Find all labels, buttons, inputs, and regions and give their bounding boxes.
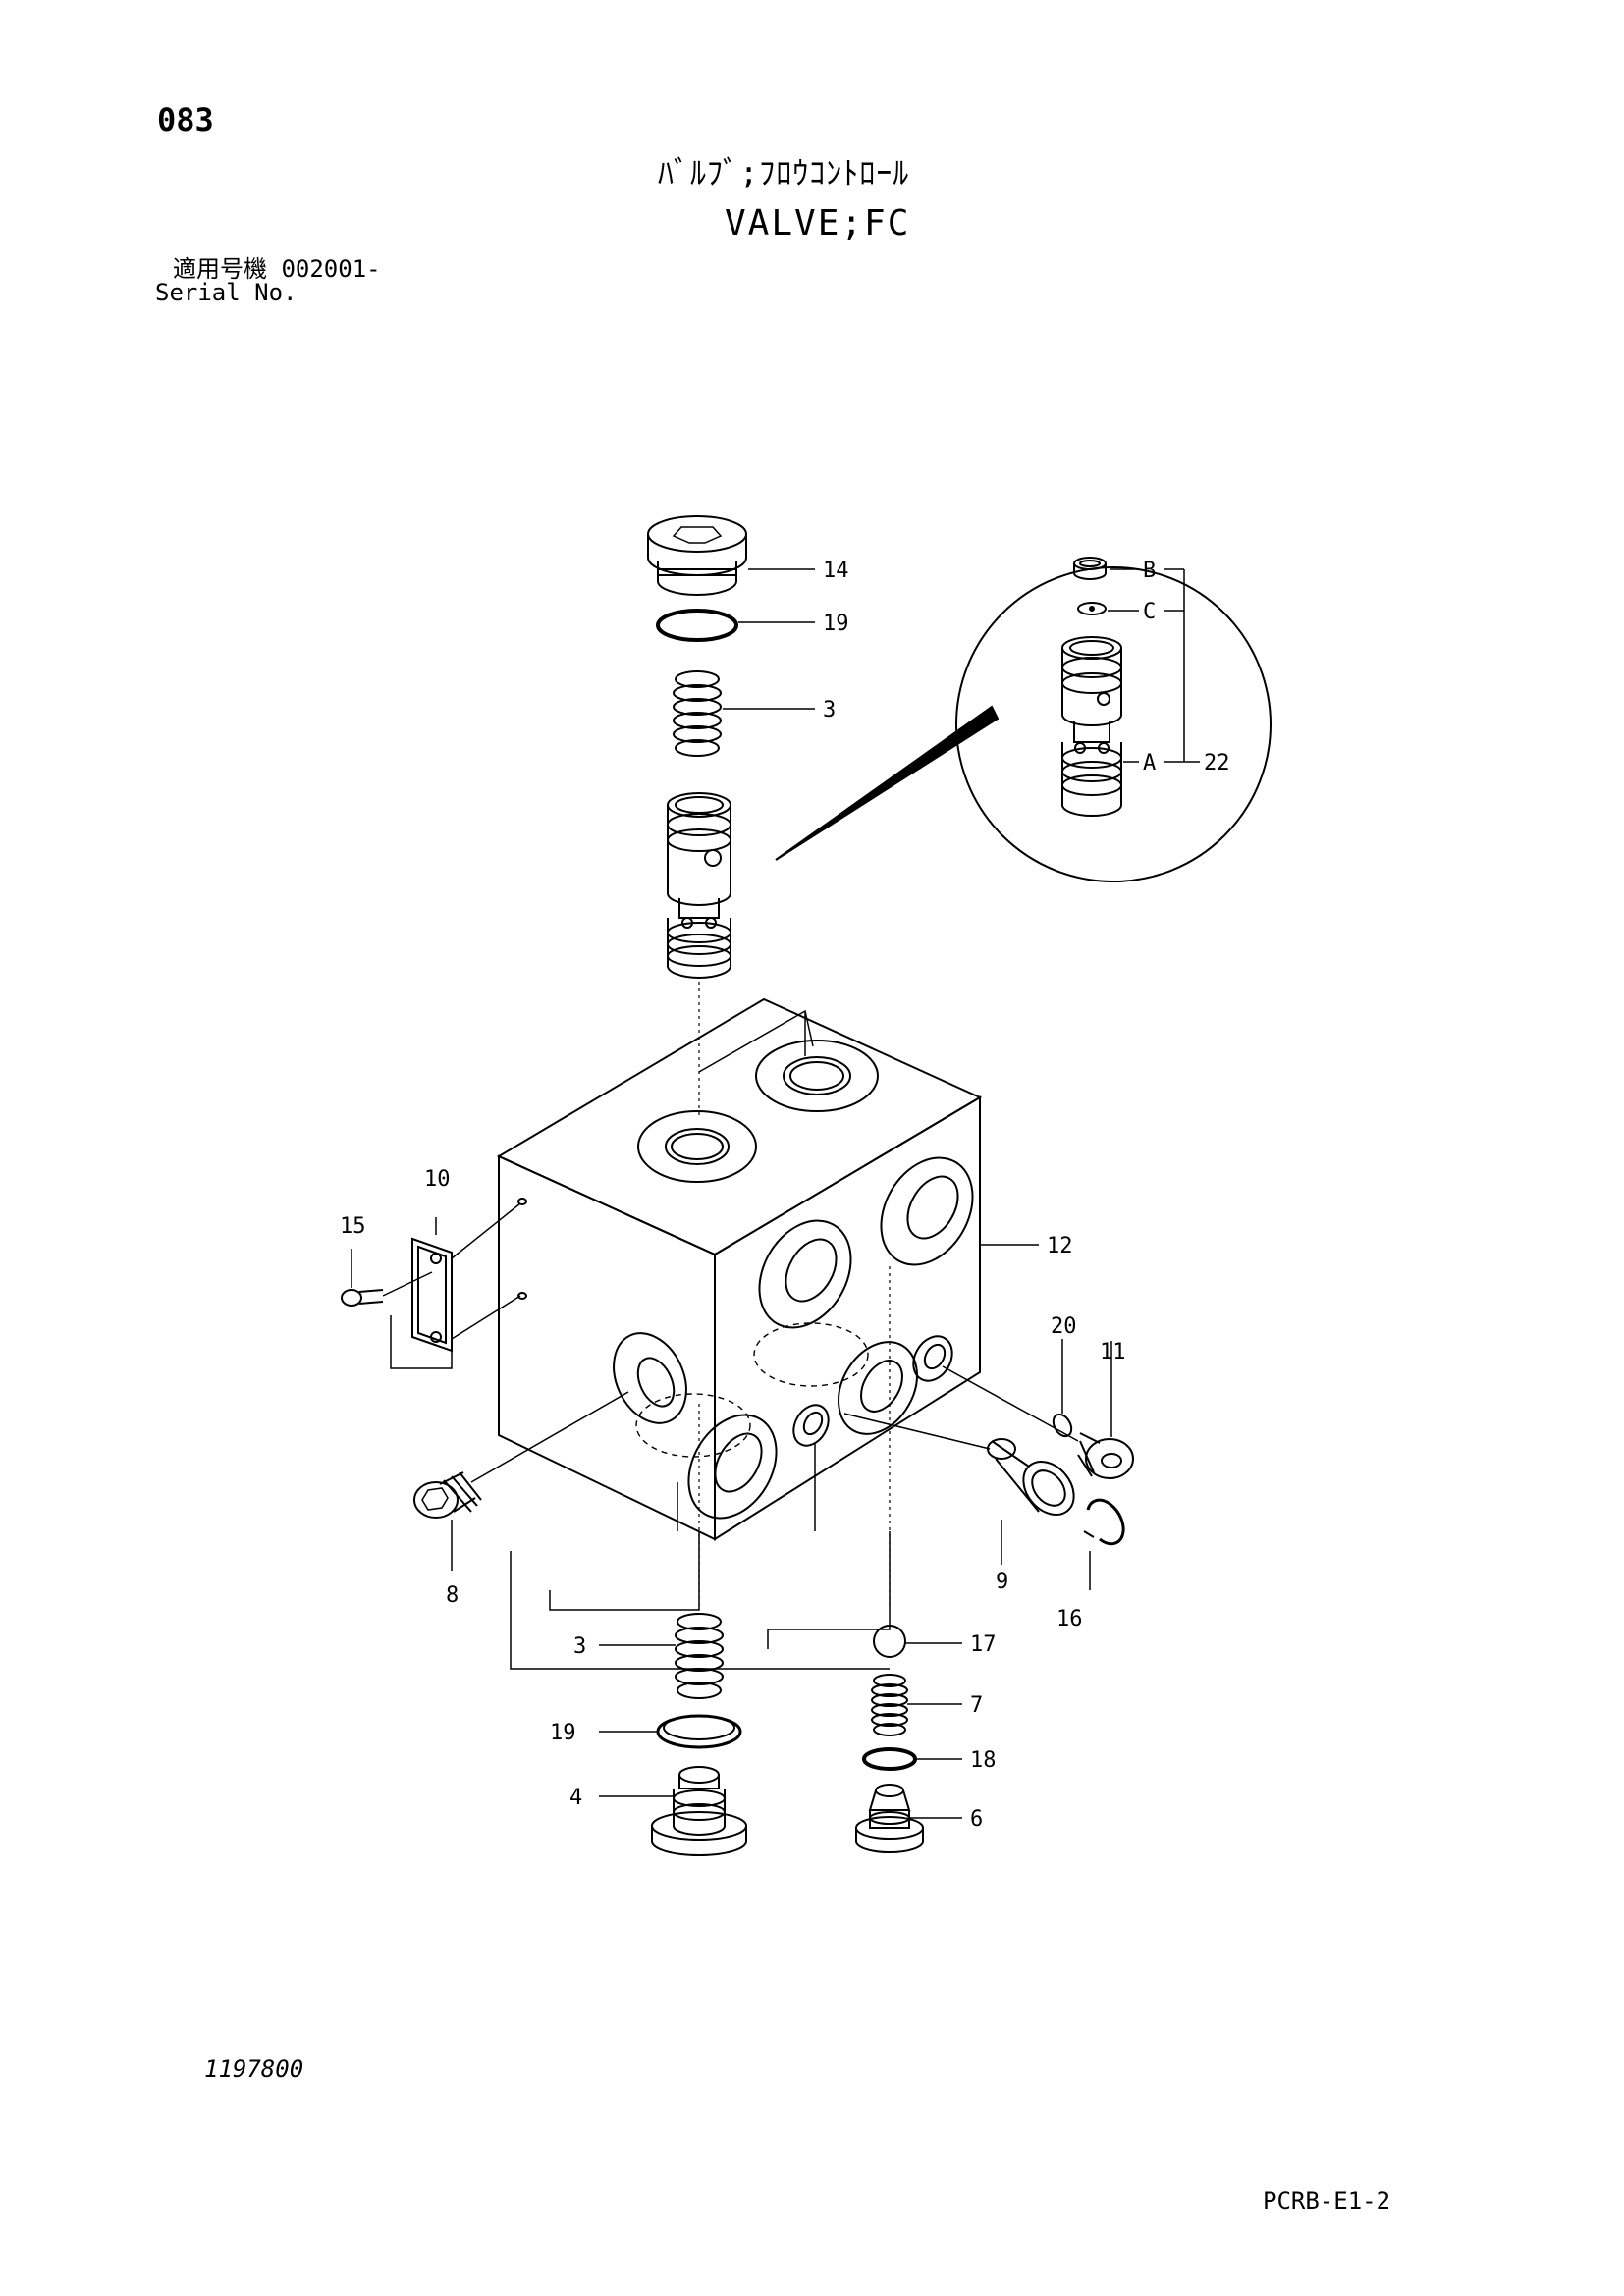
assembly-guide-lines xyxy=(510,1009,891,1670)
screw-part-15 xyxy=(341,1249,433,1307)
plug-part-8 xyxy=(413,1391,629,1571)
callout-11: 11 xyxy=(1100,1340,1126,1364)
callout-leader-lines xyxy=(599,568,1039,1819)
callout-17: 17 xyxy=(970,1632,997,1657)
callout-18: 18 xyxy=(970,1748,997,1773)
callout-A: A xyxy=(1143,751,1156,775)
serial-label-japanese: 適用号機 002001- xyxy=(173,255,381,283)
drawing-number: 1197800 xyxy=(204,2056,304,2083)
title-japanese: ﾊﾞﾙﾌﾞ;ﾌﾛｳｺﾝﾄﾛｰﾙ xyxy=(658,154,910,191)
callout-15: 15 xyxy=(340,1214,366,1239)
detail-bubble xyxy=(775,557,1272,882)
callout-7: 7 xyxy=(970,1693,983,1718)
snap-ring-part-16 xyxy=(1083,1498,1125,1590)
callout-B: B xyxy=(1143,559,1156,583)
page-number: 083 xyxy=(157,101,214,138)
plug-part-4 xyxy=(651,1766,747,1856)
spool-assembly-22 xyxy=(667,792,731,979)
ball-part-17 xyxy=(873,1625,906,1658)
callout-16: 16 xyxy=(1056,1607,1083,1631)
sheet-code: PCRB-E1-2 xyxy=(1263,2187,1391,2215)
callout-C: C xyxy=(1143,600,1156,624)
plug-part-6 xyxy=(855,1784,924,1853)
oring-part-19-bottom xyxy=(656,1714,742,1749)
callout-8: 8 xyxy=(446,1583,459,1608)
plug-part-14 xyxy=(647,515,747,596)
title-english: VALVE;FC xyxy=(725,203,911,243)
oring-part-18 xyxy=(862,1747,917,1771)
spring-part-7 xyxy=(871,1674,908,1736)
assembly-center-lines xyxy=(698,982,891,1610)
oring-part-20 xyxy=(1052,1339,1073,1438)
callout-22: 22 xyxy=(1204,751,1230,775)
callout-labels: 14 19 3 B C A 22 10 15 12 20 11 8 9 16 3… xyxy=(340,559,1230,1832)
serial-label-english: Serial No. xyxy=(155,279,298,306)
spring-part-3-top xyxy=(673,670,722,757)
oring-part-19-top xyxy=(656,609,738,642)
callout-14: 14 xyxy=(823,559,849,583)
callout-4: 4 xyxy=(569,1786,582,1810)
spring-part-3-bottom xyxy=(675,1613,724,1699)
plate-part-10 xyxy=(390,1202,521,1369)
sleeve-part-9 xyxy=(843,1413,1075,1565)
callout-19-top: 19 xyxy=(823,612,849,636)
valve-body-part-12 xyxy=(496,997,983,1541)
callout-3-bottom: 3 xyxy=(573,1634,586,1659)
callout-20: 20 xyxy=(1051,1314,1077,1339)
callout-19-bottom: 19 xyxy=(550,1721,576,1745)
callout-3-top: 3 xyxy=(823,698,836,722)
callout-6: 6 xyxy=(970,1807,983,1832)
callout-10: 10 xyxy=(424,1167,451,1192)
callout-9: 9 xyxy=(996,1570,1008,1594)
callout-12: 12 xyxy=(1047,1234,1073,1258)
